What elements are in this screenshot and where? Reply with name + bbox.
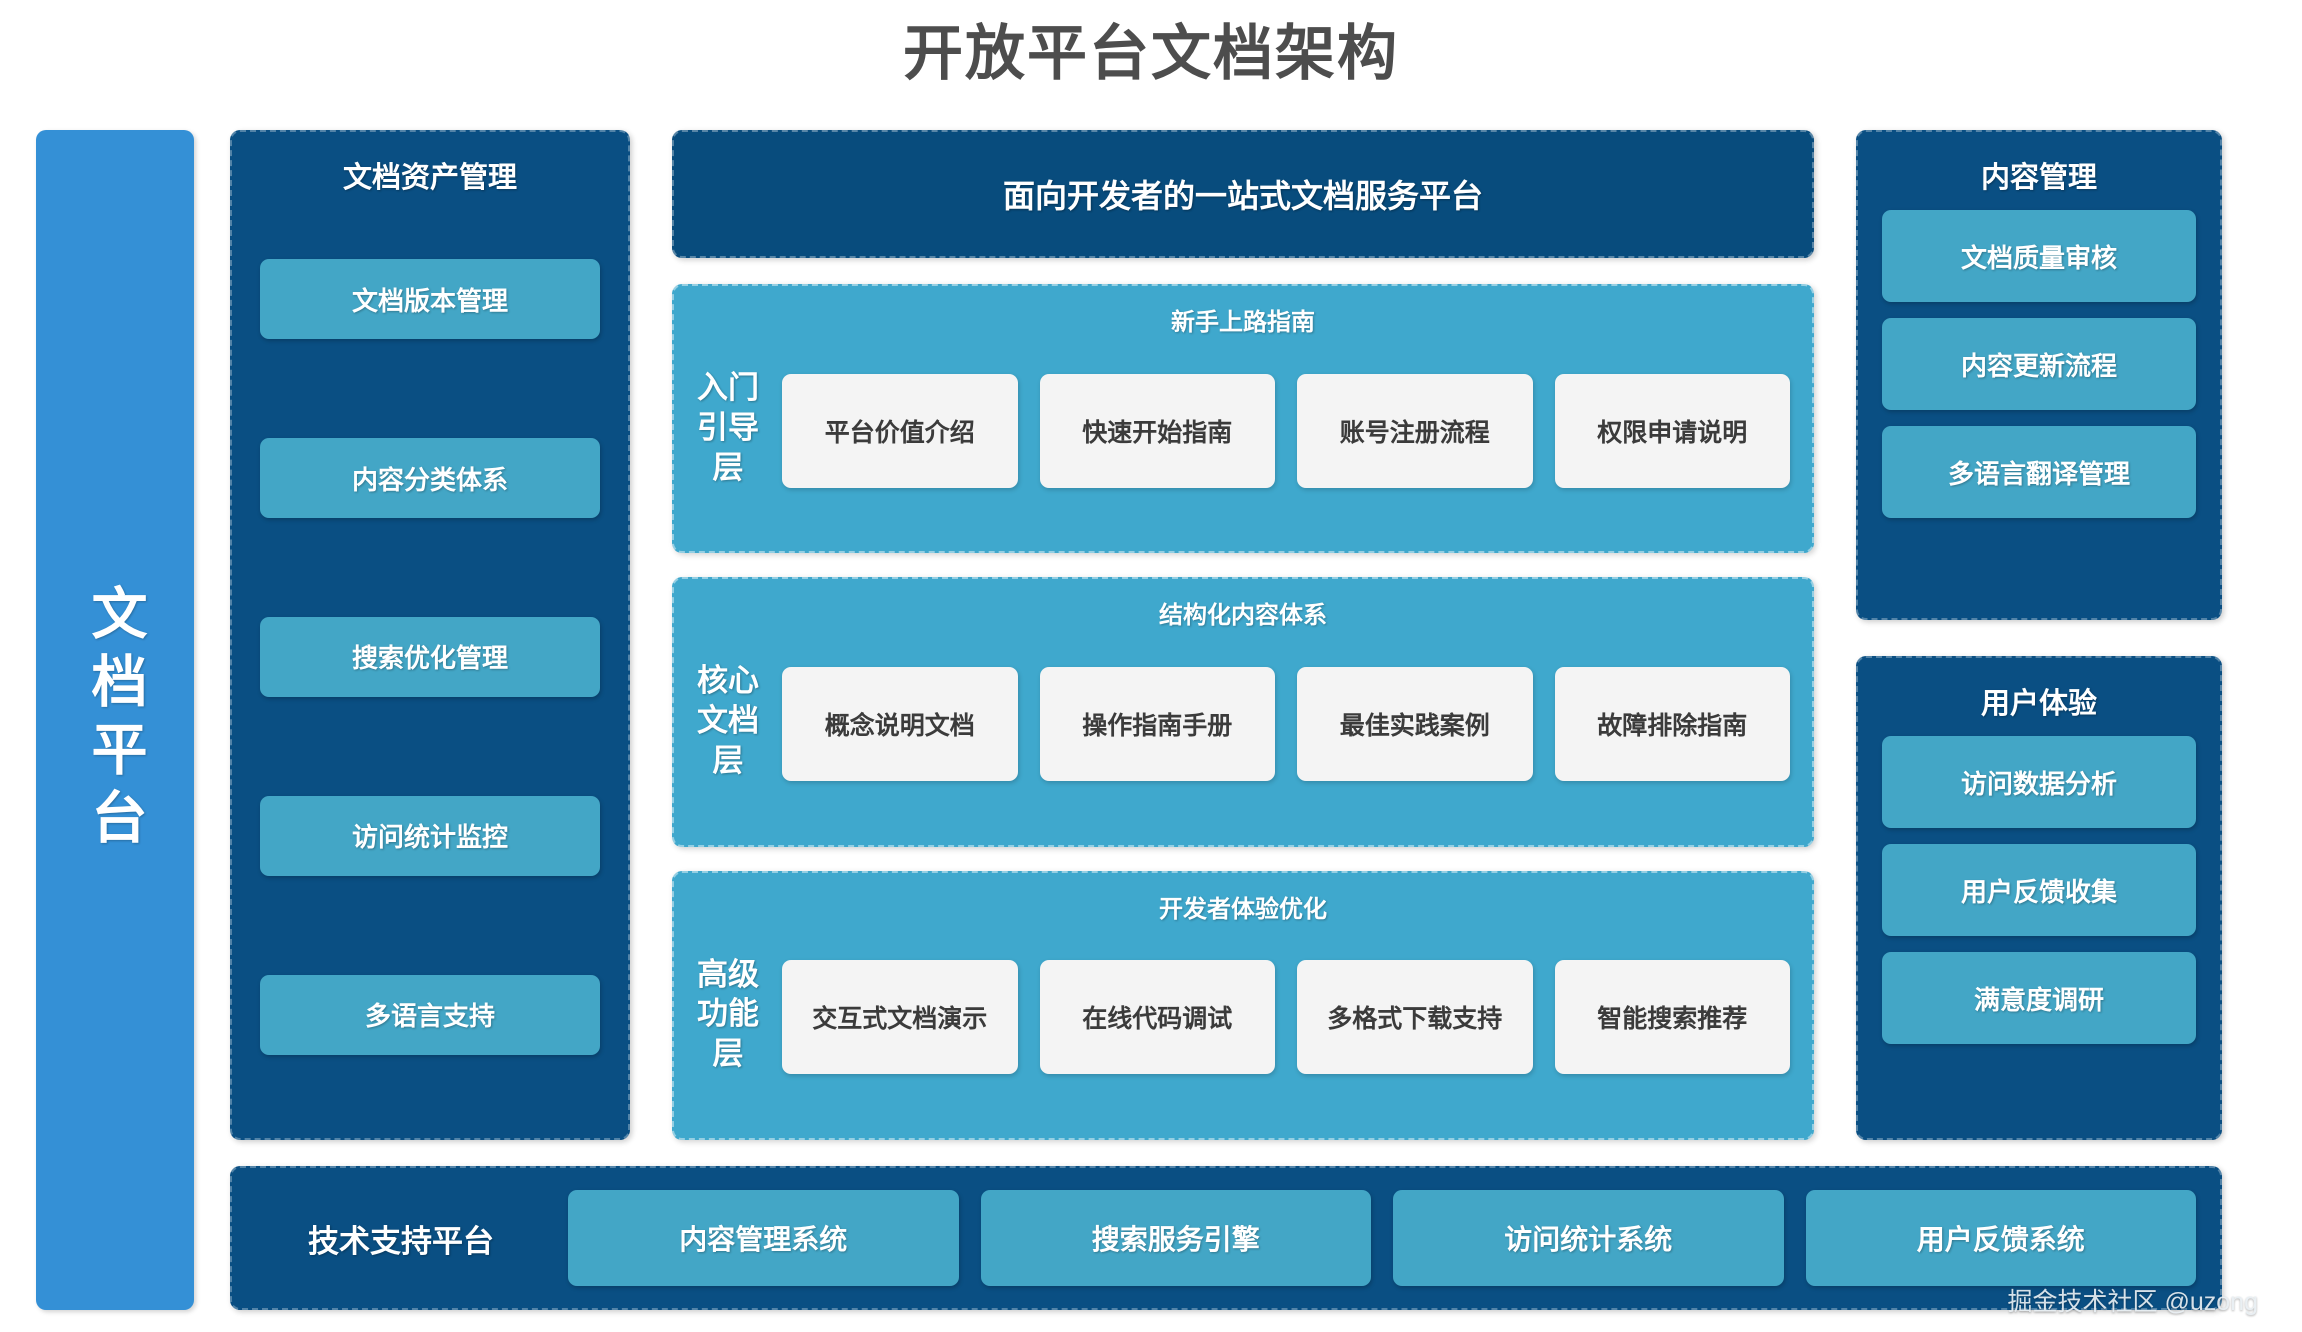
panel-user-experience[interactable]: 用户体验 访问数据分析 用户反馈收集 满意度调研 [1856, 656, 2222, 1140]
pill-item[interactable]: 用户反馈收集 [1882, 844, 2196, 936]
pill-item[interactable]: 多语言支持 [260, 974, 600, 1055]
layer-name: 高级 功能 层 [674, 873, 782, 1138]
layer-card[interactable]: 快速开始指南 [1039, 373, 1275, 488]
panel-title-content-management: 内容管理 [1980, 162, 2097, 194]
layer-onboarding[interactable]: 新手上路指南 入门 引导 层 平台价值介绍 快速开始指南 账号注册流程 权限申请… [672, 284, 1814, 554]
architecture-board: 文档平台 文档资产管理 文档版本管理 内容分类体系 搜索优化管理 访问统计监控 … [36, 130, 2266, 1310]
panel-items-user-experience: 访问数据分析 用户反馈收集 满意度调研 [1858, 736, 2220, 1138]
watermark: 掘金技术社区 @uzong [2007, 1288, 2258, 1316]
layer-name-line: 层 [712, 742, 744, 778]
layer-caption: 新手上路指南 [1171, 309, 1315, 336]
platform-bar[interactable]: 文档平台 [36, 130, 194, 1310]
pill-item[interactable]: 访问数据分析 [1882, 736, 2196, 828]
layer-caption: 结构化内容体系 [1159, 602, 1327, 630]
panel-items-document-asset-management: 文档版本管理 内容分类体系 搜索优化管理 访问统计监控 多语言支持 [232, 210, 628, 1138]
panel-title-document-asset-management: 文档资产管理 [342, 162, 517, 194]
panel-content-management[interactable]: 内容管理 文档质量审核 内容更新流程 多语言翻译管理 [1856, 130, 2222, 620]
pill-item[interactable]: 文档版本管理 [260, 259, 600, 340]
layer-cards: 概念说明文档 操作指南手册 最佳实践案例 故障排除指南 [782, 579, 1790, 844]
layer-card[interactable]: 账号注册流程 [1297, 373, 1533, 488]
layer-name-line: 层 [712, 1036, 744, 1072]
layer-card[interactable]: 权限申请说明 [1554, 373, 1790, 488]
pill-item[interactable]: 访问统计监控 [260, 795, 600, 876]
layer-name-line: 核心 [697, 663, 759, 699]
layer-card[interactable]: 操作指南手册 [1039, 666, 1275, 781]
layer-name-line: 功能 [697, 996, 759, 1032]
layer-name: 核心 文档 层 [674, 579, 782, 844]
layer-cards: 平台价值介绍 快速开始指南 账号注册流程 权限申请说明 [782, 286, 1790, 551]
layer-name-line: 入门 [697, 370, 759, 406]
layer-card[interactable]: 智能搜索推荐 [1554, 960, 1790, 1075]
layer-caption: 开发者体验优化 [1159, 895, 1327, 923]
pill-item[interactable]: 内容分类体系 [260, 438, 600, 519]
layer-name-line: 高级 [697, 956, 759, 992]
panel-title-user-experience: 用户体验 [1980, 688, 2097, 720]
panel-document-asset-management[interactable]: 文档资产管理 文档版本管理 内容分类体系 搜索优化管理 访问统计监控 多语言支持 [230, 130, 630, 1140]
pill-item[interactable]: 文档质量审核 [1882, 210, 2196, 302]
pill-item[interactable]: 搜索优化管理 [260, 616, 600, 697]
layer-cards: 交互式文档演示 在线代码调试 多格式下载支持 智能搜索推荐 [782, 873, 1790, 1138]
pill-item[interactable]: 多语言翻译管理 [1882, 426, 2196, 518]
layer-core-docs[interactable]: 结构化内容体系 核心 文档 层 概念说明文档 操作指南手册 最佳实践案例 故障排… [672, 577, 1814, 847]
support-pill-item[interactable]: 内容管理系统 [568, 1190, 959, 1286]
layer-name-line: 引导 [697, 409, 759, 445]
layer-card[interactable]: 在线代码调试 [1039, 960, 1275, 1075]
center-column: 面向开发者的一站式文档服务平台 新手上路指南 入门 引导 层 平台价值介绍 快速… [672, 130, 1814, 1140]
layer-card[interactable]: 概念说明文档 [782, 666, 1018, 781]
layer-name-line: 文档 [697, 703, 759, 739]
layer-card[interactable]: 交互式文档演示 [782, 960, 1018, 1075]
support-bar[interactable]: 技术支持平台 内容管理系统 搜索服务引擎 访问统计系统 用户反馈系统 [230, 1166, 2222, 1310]
layer-card[interactable]: 故障排除指南 [1554, 666, 1790, 781]
layer-name: 入门 引导 层 [674, 286, 782, 551]
page-title: 开放平台文档架构 [903, 20, 1399, 87]
hero-banner[interactable]: 面向开发者的一站式文档服务平台 [672, 130, 1814, 258]
layer-card[interactable]: 平台价值介绍 [782, 373, 1018, 488]
layer-card[interactable]: 多格式下载支持 [1297, 960, 1533, 1075]
support-pill-item[interactable]: 搜索服务引擎 [980, 1190, 1371, 1286]
panel-items-content-management: 文档质量审核 内容更新流程 多语言翻译管理 [1858, 210, 2220, 618]
platform-bar-label: 文档平台 [84, 584, 148, 856]
layer-card[interactable]: 最佳实践案例 [1297, 666, 1533, 781]
pill-item[interactable]: 内容更新流程 [1882, 318, 2196, 410]
layer-name-line: 层 [712, 449, 744, 485]
support-pill-item[interactable]: 用户反馈系统 [1805, 1190, 2196, 1286]
layer-advanced-features[interactable]: 开发者体验优化 高级 功能 层 交互式文档演示 在线代码调试 多格式下载支持 智… [672, 870, 1814, 1140]
pill-item[interactable]: 满意度调研 [1882, 952, 2196, 1044]
support-bar-label: 技术支持平台 [308, 1223, 494, 1259]
support-pill-item[interactable]: 访问统计系统 [1393, 1190, 1784, 1286]
